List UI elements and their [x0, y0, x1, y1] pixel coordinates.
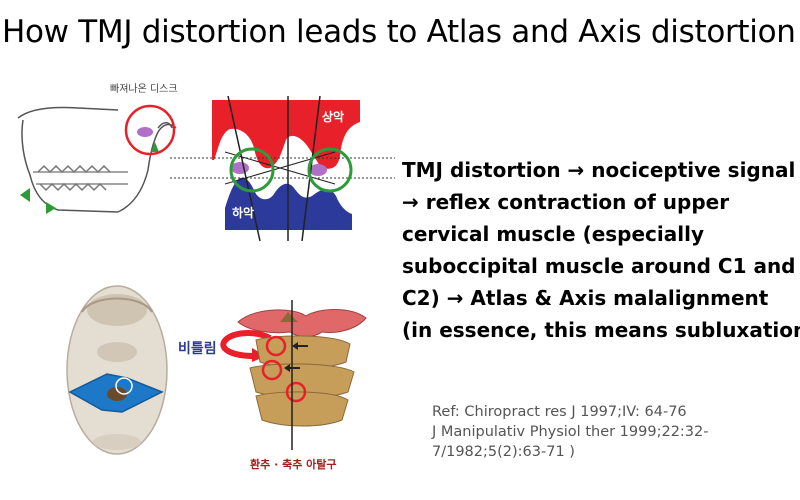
- references: Ref: Chiropract res J 1997;IV: 64-76 J M…: [432, 402, 792, 462]
- jaw-illustration: [8, 80, 208, 230]
- body-line: cervical muscle (especially: [402, 222, 705, 246]
- body-line: TMJ distortion → nociceptive signal: [402, 158, 796, 182]
- twist-label: 비틀림: [178, 341, 217, 357]
- skull-illustration: [62, 282, 172, 457]
- reference-line: Ref: Chiropract res J 1997;IV: 64-76: [432, 404, 687, 420]
- disc-shape: [137, 127, 153, 137]
- body-line: suboccipital muscle around C1 and: [402, 254, 796, 278]
- jaw-alignment-diagram: [170, 96, 395, 241]
- disc-circle: [124, 104, 176, 156]
- disc-label: 빠져나온 디스크: [110, 84, 178, 95]
- body-line: C2) → Atlas & Axis malalignment: [402, 286, 769, 310]
- page-title: How TMJ distortion leads to Atlas and Ax…: [2, 14, 796, 50]
- arrow-right-icon: [46, 202, 56, 214]
- cervical-spine-illustration: [226, 300, 376, 450]
- spine-caption: 환추 · 축추 아탈구: [250, 458, 337, 471]
- body-line: (in essence, this means subluxation): [402, 318, 800, 342]
- explanation-text: TMJ distortion → nociceptive signal → re…: [402, 154, 800, 346]
- body-line: → reflex contraction of upper: [402, 190, 730, 214]
- reference-line: 7/1982;5(2):63-71 ): [432, 444, 575, 460]
- reference-line: J Manipulativ Physiol ther 1999;22:32-: [432, 424, 709, 440]
- upper-jaw-label: 상악: [322, 110, 345, 124]
- lower-jaw-label: 하악: [232, 206, 255, 220]
- arrow-left-icon: [20, 188, 30, 202]
